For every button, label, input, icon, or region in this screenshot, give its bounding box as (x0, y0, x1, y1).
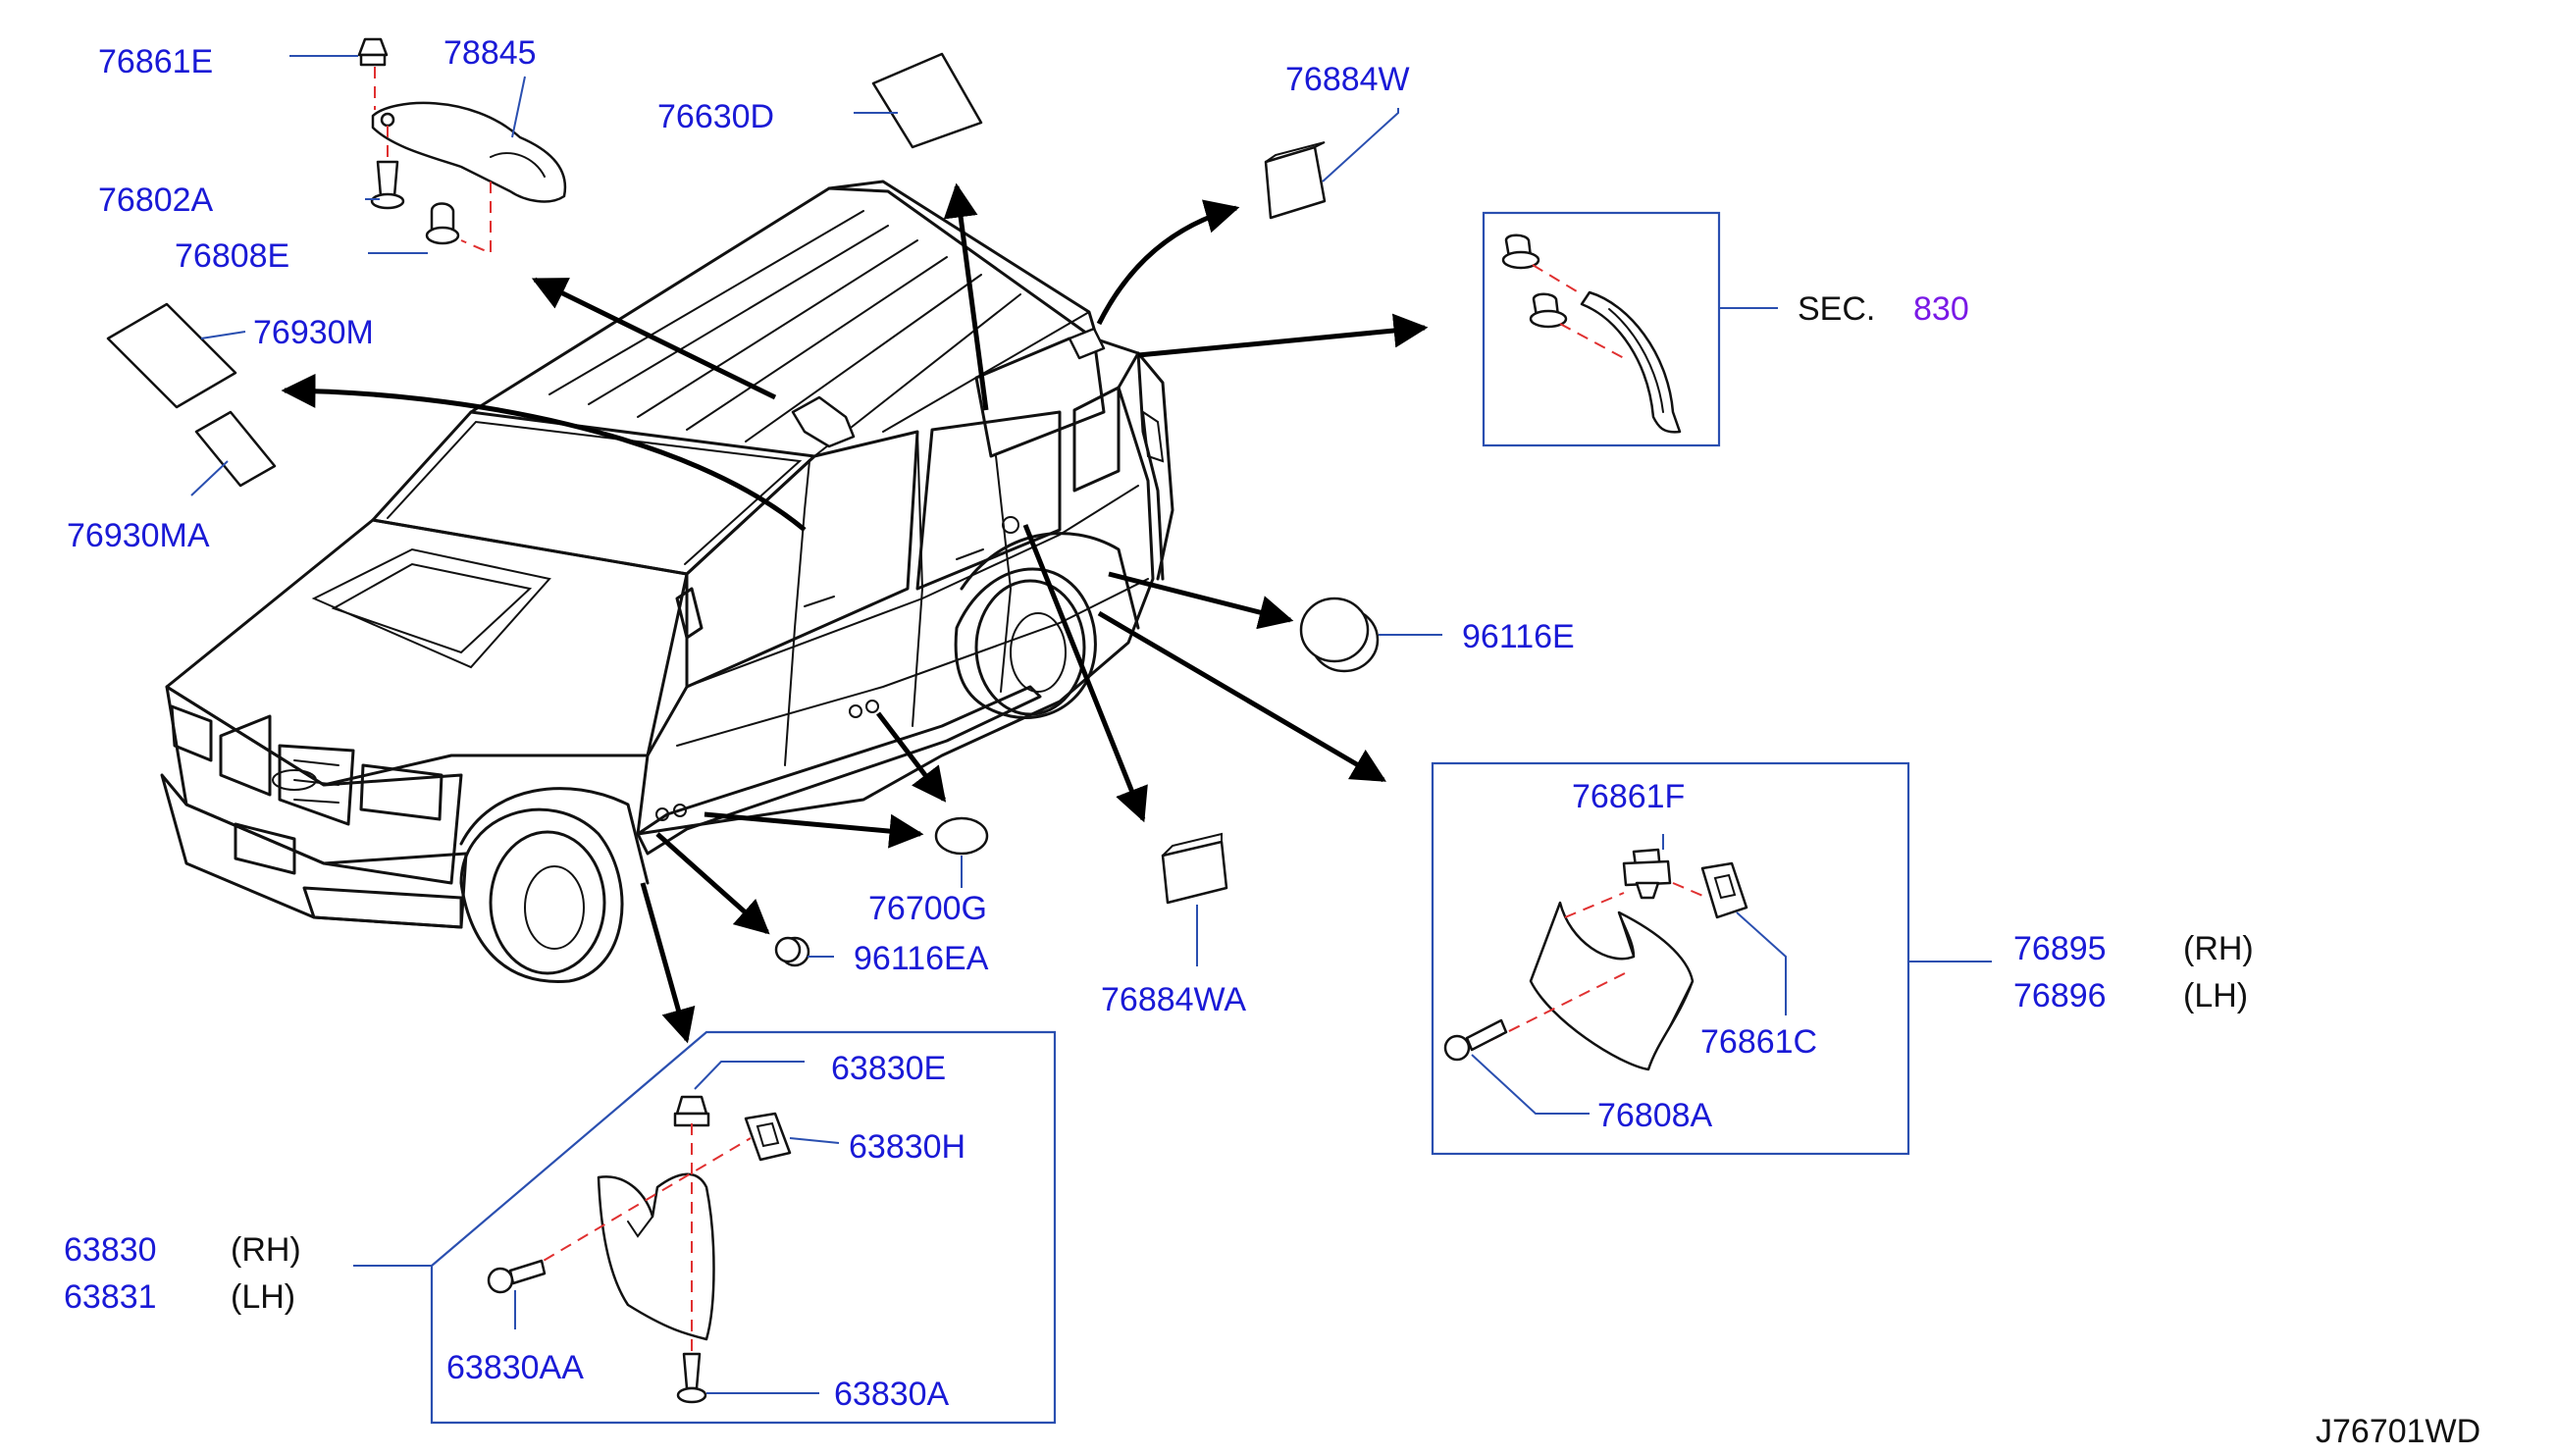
plug-76700G-icon (934, 816, 989, 856)
screw-63830AA-icon (508, 1259, 547, 1285)
label-76808E: 76808E (175, 237, 289, 275)
rear-mudguard-box (1431, 761, 1992, 1156)
protector-76884WA-icon (1161, 840, 1228, 905)
label-76861C: 76861C (1700, 1023, 1817, 1061)
label-76884W: 76884W (1285, 61, 1410, 98)
nut-76861C-icon (1700, 861, 1748, 919)
label-63830H: 63830H (849, 1128, 965, 1166)
front-mudguard-box (353, 1030, 1057, 1425)
part-number-labels: 76861E 78845 76630D 76884W 76802A 76808E… (64, 34, 2480, 1450)
nut-63830H-icon (744, 1112, 792, 1162)
label-96116E: 96116E (1462, 618, 1575, 655)
label-76630D: 76630D (657, 98, 774, 135)
clip-76861E-icon (357, 37, 389, 57)
small-parts (774, 816, 1228, 967)
label-63830A: 63830A (834, 1376, 950, 1413)
label-63830AA: 63830AA (446, 1349, 584, 1386)
screw-63830A-icon (682, 1352, 702, 1390)
label-76895: 76895 (2013, 930, 2107, 967)
label-76895-side: (RH) (2183, 930, 2254, 967)
spoiler-78845-icon (371, 101, 567, 203)
label-96116EA: 96116EA (854, 940, 989, 977)
label-76630D-icon (871, 52, 983, 149)
label-76861F: 76861F (1572, 778, 1685, 815)
label-63831: 63831 (64, 1278, 157, 1316)
label-76896: 76896 (2013, 977, 2107, 1014)
sec-830-box (1482, 211, 1778, 447)
label-76861E: 76861E (98, 43, 213, 80)
label-63830E: 63830E (831, 1050, 946, 1087)
label-sec: SEC. (1798, 290, 1875, 328)
label-63830-side: (RH) (231, 1231, 301, 1269)
label-76930MA-icon (194, 410, 277, 488)
mudguard-front-icon (597, 1172, 715, 1341)
diagram-code: J76701WD (2316, 1413, 2480, 1450)
label-76896-side: (LH) (2183, 977, 2248, 1014)
label-76930M-icon (106, 302, 237, 409)
label-63831-side: (LH) (231, 1278, 295, 1316)
label-sheets (106, 52, 1399, 496)
label-76700G: 76700G (868, 890, 987, 927)
screw-76802A-icon (376, 160, 399, 198)
grommet-76808E-icon (430, 202, 455, 233)
garnish-sec830-icon (1580, 290, 1682, 434)
label-78845: 78845 (443, 34, 537, 72)
screw-76808A-icon (1465, 1018, 1508, 1052)
label-76884WA: 76884WA (1101, 981, 1246, 1018)
label-76802A: 76802A (98, 182, 214, 219)
label-63830: 63830 (64, 1231, 157, 1269)
mudguard-rear-icon (1529, 901, 1695, 1071)
direction-arrows (281, 182, 1429, 1044)
cap-96116E (1299, 597, 1442, 673)
roof-spoiler-parts (289, 37, 567, 255)
label-76930MA: 76930MA (67, 517, 210, 554)
vehicle-illustration (160, 180, 1174, 983)
protector-76884W-icon (1264, 145, 1327, 220)
label-76930M: 76930M (253, 314, 374, 351)
label-sec-number: 830 (1913, 290, 1969, 328)
clip-63830E-icon (675, 1095, 708, 1116)
label-76808A: 76808A (1597, 1097, 1713, 1134)
